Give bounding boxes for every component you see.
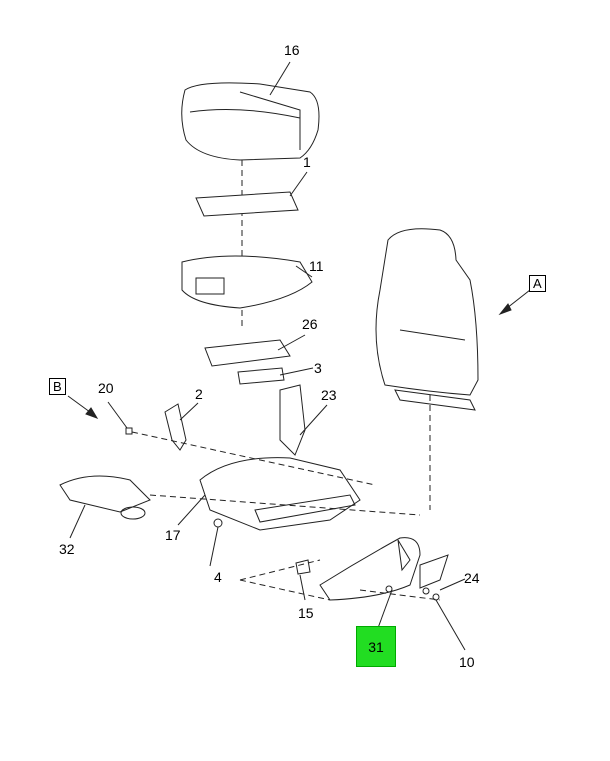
seatback-part (375, 228, 479, 411)
callout-16: 16 (284, 42, 300, 58)
side-panel-part (295, 537, 449, 601)
spring-mat-part (204, 339, 291, 367)
heater-pad-part (195, 191, 299, 217)
assembly-lines (131, 395, 441, 601)
callout-24: 24 (464, 570, 480, 586)
seat-track-frame-part (199, 384, 361, 531)
view-a-label: A (529, 275, 546, 292)
callout-15: 15 (298, 605, 314, 621)
callout-31-highlighted[interactable]: 31 (356, 626, 396, 667)
callout-11: 11 (309, 258, 324, 274)
callout-26: 26 (302, 316, 318, 332)
callout-23: 23 (321, 387, 337, 403)
cushion-cover-part (181, 82, 320, 161)
callout-10: 10 (459, 654, 475, 670)
fastener-part (213, 518, 223, 528)
callout-2: 2 (195, 386, 203, 402)
clip-part (125, 427, 133, 435)
callout-1: 1 (303, 154, 311, 170)
callout-32: 32 (59, 541, 75, 557)
buckle-part (164, 403, 187, 451)
sensor-mat-part (237, 367, 285, 385)
cushion-frame-part (181, 255, 313, 309)
wiring-harness-part (59, 475, 151, 520)
callout-17: 17 (165, 527, 181, 543)
callout-4: 4 (214, 569, 222, 585)
view-b-label: B (49, 378, 66, 395)
callout-20: 20 (98, 380, 114, 396)
callout-31-label: 31 (368, 638, 384, 655)
leader-lines (69, 61, 466, 651)
callout-3: 3 (314, 360, 322, 376)
